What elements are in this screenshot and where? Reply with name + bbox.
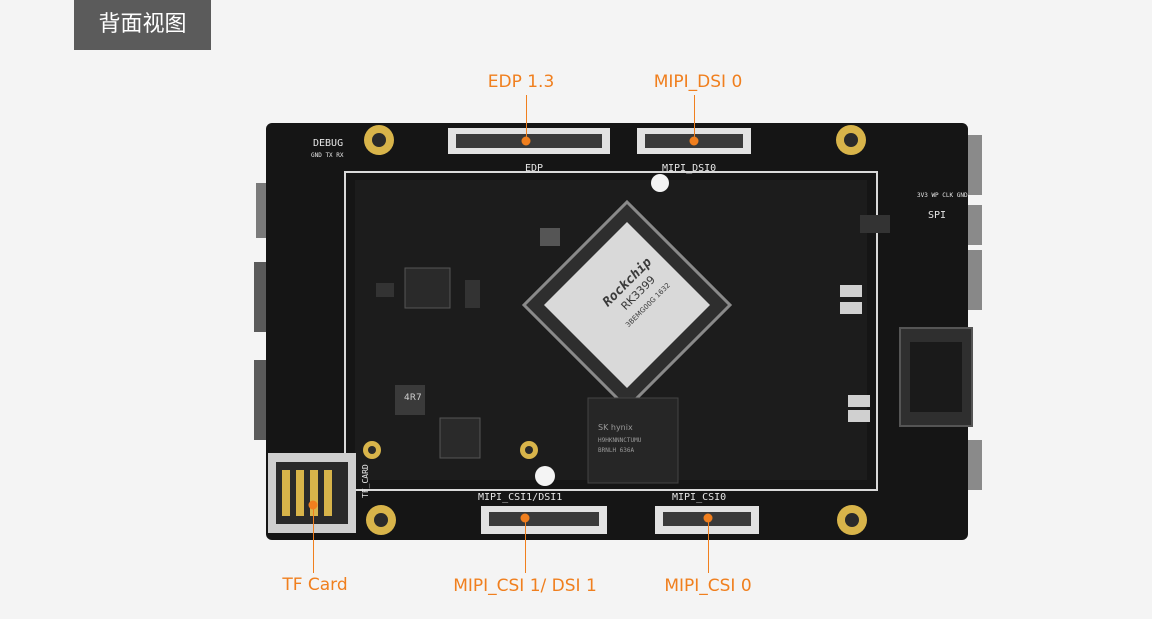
ram-code2-text: BRNLH 636A [598,447,635,454]
ram-code1-text: H9HKNNNCTUMU [598,437,642,444]
tf-card-leader-dot [308,500,318,510]
mipi-csi1-leader-dot [520,513,530,523]
mipi-dsi0-leader-line [694,95,695,141]
mounting-holes [363,125,867,535]
spi-silk-label: SPI [928,210,946,221]
spi-pins-silk-label: 3V3 WP CLK GND [917,192,968,199]
tf-card-silk-label: TF_CARD [361,464,370,498]
debug-silk-label: DEBUG [313,138,343,149]
tf-card-leader-line [313,505,314,573]
mipi-dsi0-connector [637,128,751,154]
edp-callout-label: EDP 1.3 [487,72,555,92]
misc-components [376,215,890,459]
mipi-csi0-callout-label: MIPI_CSI 0 [664,576,752,596]
mipi-csi0-silk-label: MIPI_CSI0 [672,492,726,503]
tf-card-slot [268,453,356,533]
mipi-csi1-dsi1-silk-label: MIPI_CSI1/DSI1 [478,492,562,503]
mipi-csi0-leader-dot [703,513,713,523]
edp-leader-dot [521,136,531,146]
shield-outline [344,171,878,491]
edp-connector [448,128,610,154]
ram-chip: SK hynix H9HKNNNCTUMU BRNLH 636A [587,397,679,484]
mipi-dsi0-silk-label: MIPI_DSI0 [662,163,716,174]
mipi-csi1-dsi1-callout-label: MIPI_CSI 1/ DSI 1 [453,576,597,596]
edp-silk-label: EDP [525,163,543,174]
mipi-csi0-leader-line [708,518,709,573]
edp-leader-line [526,95,527,141]
ram-brand-text: SK hynix [598,423,633,432]
mipi-dsi0-leader-dot [689,136,699,146]
mipi-csi1-connector [481,506,607,534]
tf-card-callout-label: TF Card [282,575,348,595]
debug-pins-silk-label: GND TX RX [311,152,344,159]
page-title: 背面视图 [74,0,211,50]
inductor-label: 4R7 [404,393,422,403]
mipi-csi1-leader-line [525,518,526,573]
mipi-dsi0-callout-label: MIPI_DSI 0 [653,72,743,92]
